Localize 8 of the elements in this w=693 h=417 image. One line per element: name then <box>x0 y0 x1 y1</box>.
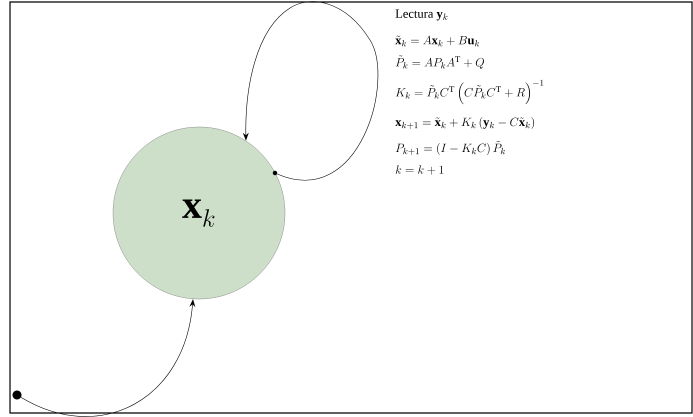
dot <box>12 390 22 400</box>
equation: $K_k = \tilde{P}_k C^{\mathrm{T}} \left( C \tilde{P}_k C^{\mathrm{T}} + R \right)^{-1}$ <box>396 80 544 104</box>
equation: $k = k + 1$ <box>396 165 444 175</box>
heading-text: $\text{Lectura }\mathbf{y}_k$ <box>396 10 448 20</box>
equation: $\mathbf{x}_{k+1} = \tilde{\mathbf{x}}_k + K_k \left( \mathbf{y}_k - C \tilde{\mathbf{x}}_k \right)$ <box>395 117 534 129</box>
equation: $\tilde{\mathbf{x}}_k = A\mathbf{x}_k + B\mathbf{u}_k$ <box>395 36 480 46</box>
equation: $\tilde{P}_k = A P_k A^{\mathrm{T}} + Q$ <box>396 55 484 69</box>
equation: $P_{k+1} = \left( I - K_k C \right) \tilde{P}_k$ <box>396 141 505 155</box>
